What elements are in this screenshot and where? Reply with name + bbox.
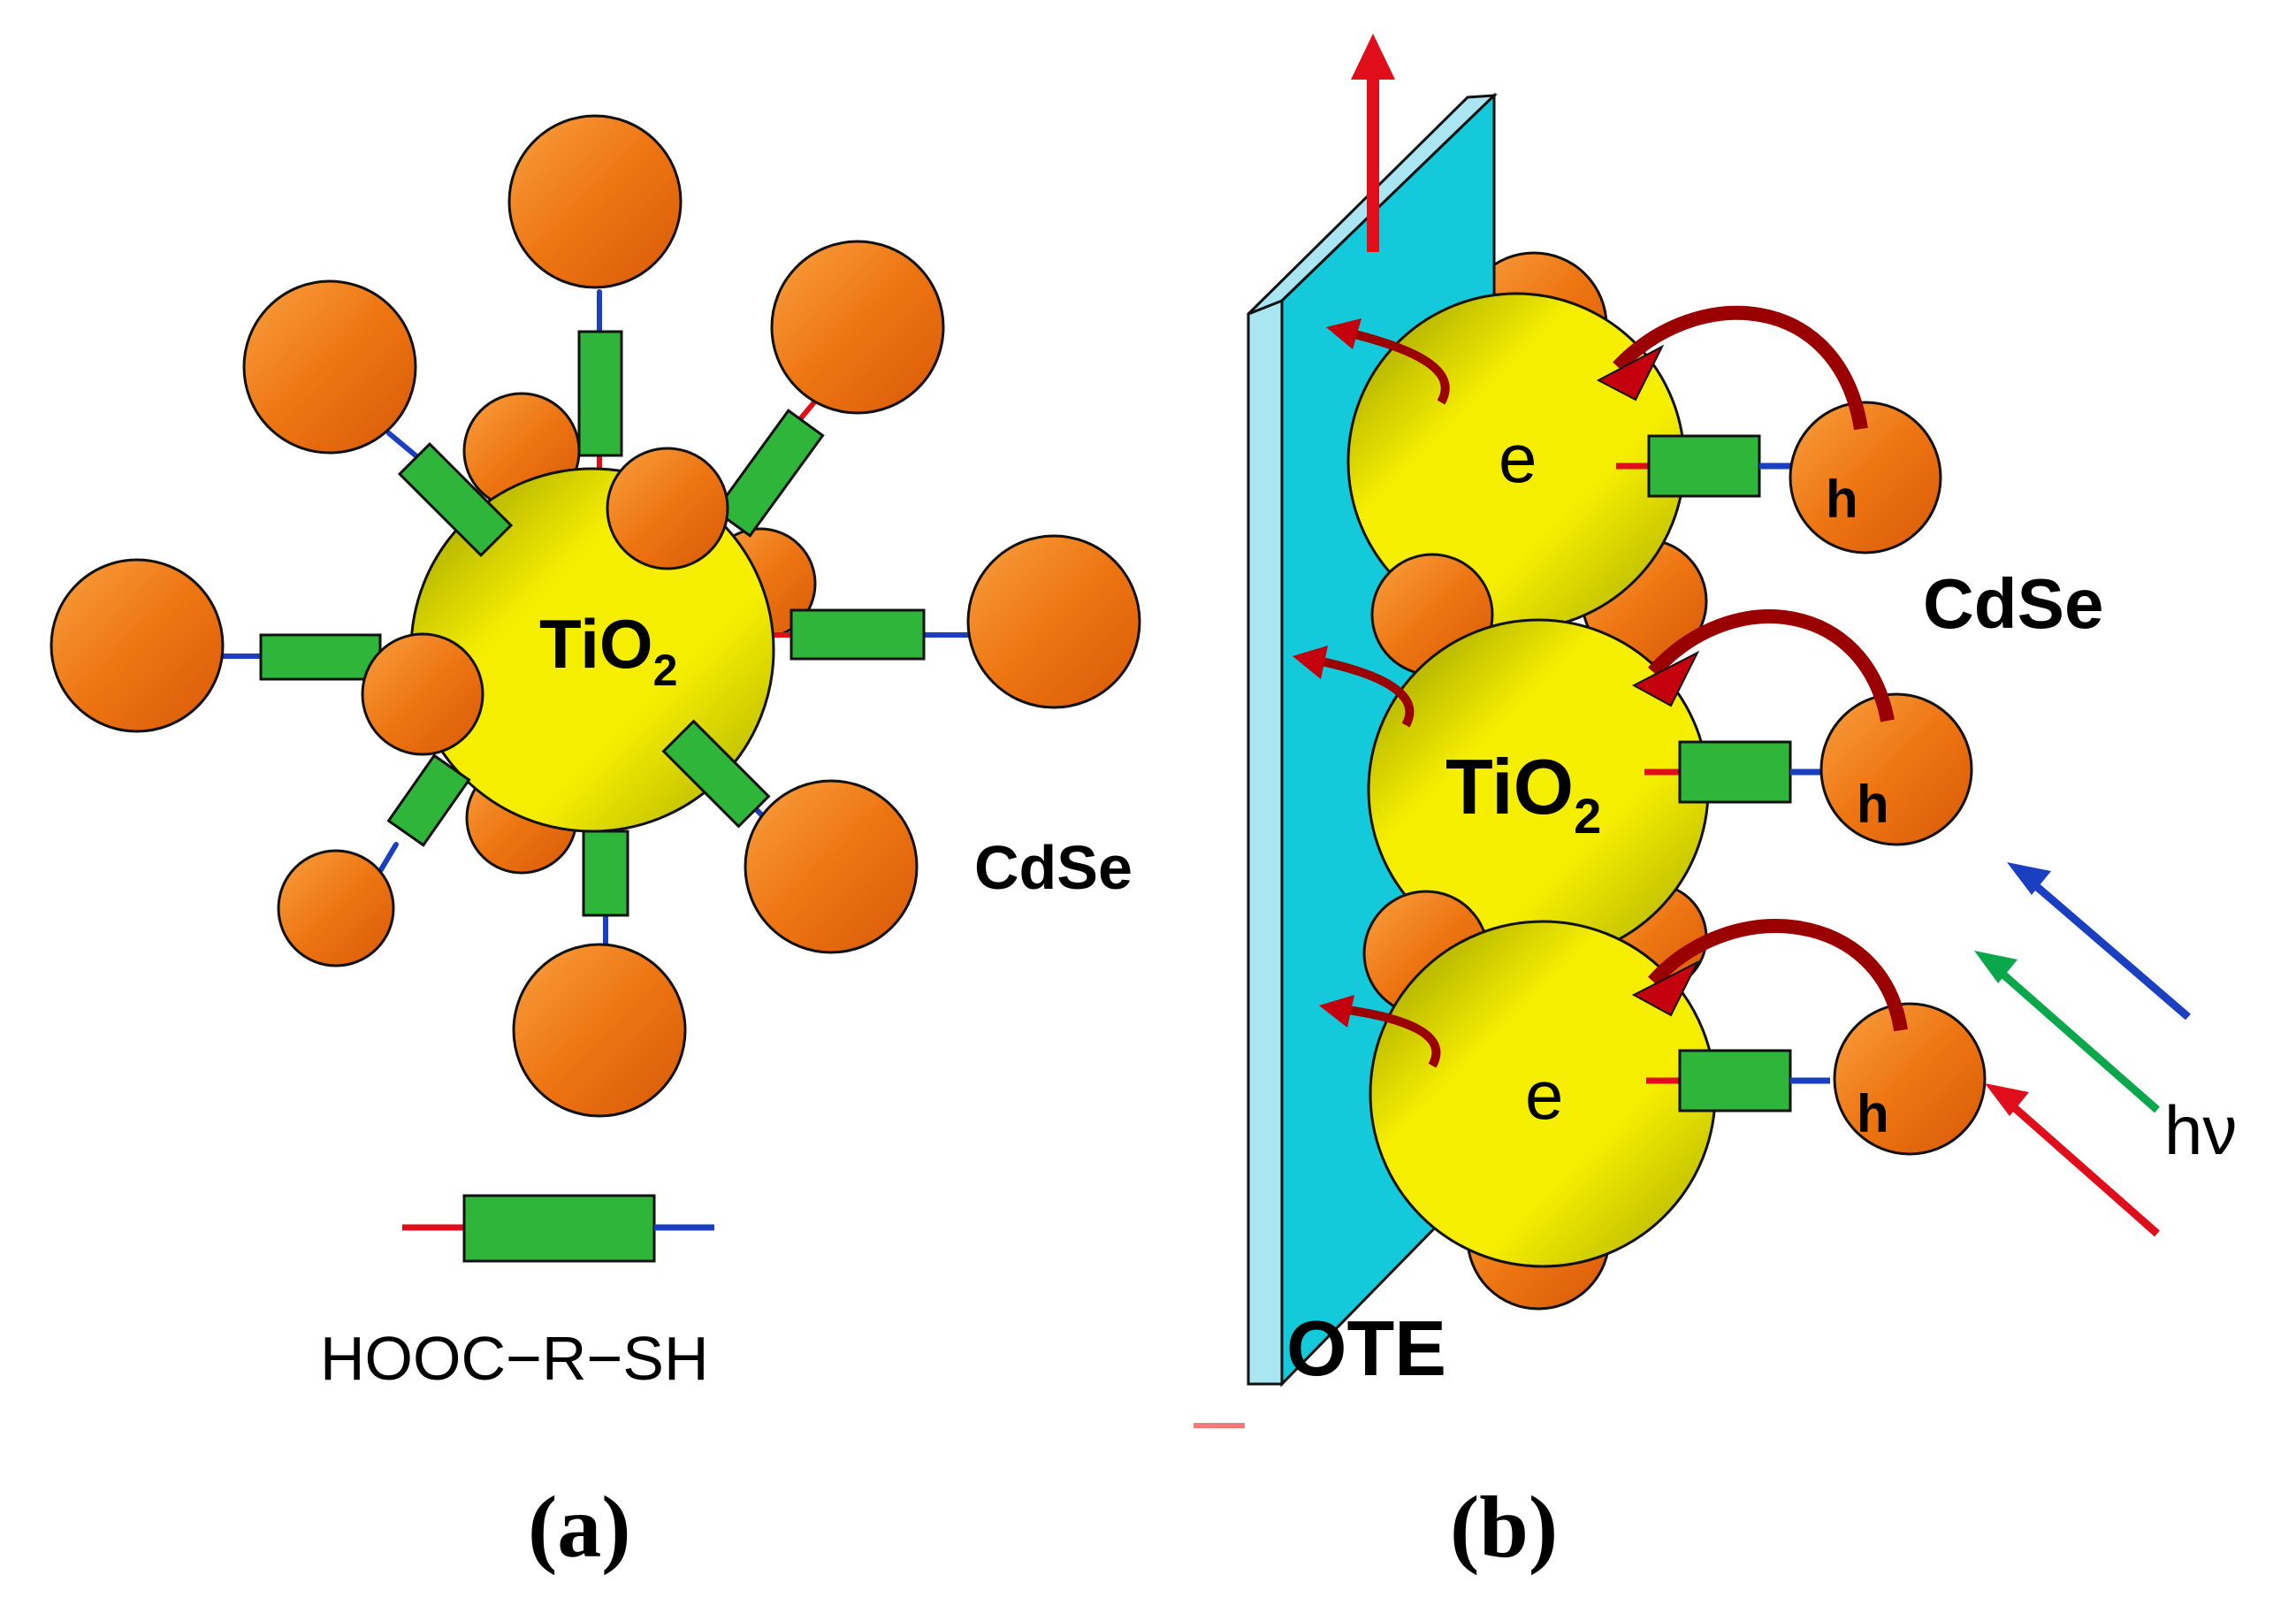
electron-label: e — [1499, 419, 1537, 497]
light-arrow-green — [1994, 965, 2160, 1113]
light-arrows — [1974, 862, 2191, 1237]
linkers — [259, 330, 926, 917]
cdse-dot — [1789, 401, 1942, 554]
linkers-b — [1616, 434, 1830, 1112]
linker — [577, 330, 623, 457]
linker — [582, 830, 629, 917]
hole-label: h — [1857, 1084, 1889, 1143]
light-label: hν — [2164, 1091, 2237, 1169]
electron-label: e — [1525, 1056, 1563, 1134]
caption-b: (b) — [1450, 1478, 1558, 1576]
linker — [259, 633, 382, 681]
linker — [713, 409, 825, 538]
light-arrow-green-head — [1974, 951, 2018, 983]
panel-b: e e h h h TiO2 CdSe OTE hν (b) — [1194, 34, 2237, 1576]
injection-arrows — [1308, 327, 1450, 1068]
hole-label: h — [1857, 775, 1889, 834]
cdse-dot — [1819, 692, 1973, 846]
cdse-dot — [606, 447, 729, 570]
tio2-subscript: 2 — [653, 646, 678, 695]
cdse-dot — [512, 943, 687, 1118]
linker — [386, 753, 471, 847]
panel-a: TiO2 CdSe HOOC−R−SH (a) — [50, 114, 1141, 1576]
cdse-dot — [361, 632, 484, 756]
cdse-label: CdSe — [1923, 564, 2104, 643]
electron-transfer-arrows — [1613, 305, 1908, 1032]
linker — [789, 608, 926, 661]
tio2-subscript: 2 — [1574, 788, 1601, 844]
linker — [1647, 434, 1761, 498]
linker-legend-box — [462, 1194, 656, 1263]
linker-label: HOOC−R−SH — [320, 1324, 709, 1393]
ote-label: OTE — [1286, 1304, 1446, 1392]
light-arrow-blue-head — [2007, 862, 2051, 895]
cdse-dots — [50, 114, 1141, 1118]
linker — [1678, 740, 1792, 804]
hole-label: h — [1826, 470, 1858, 529]
cdse-dot — [1833, 1002, 1987, 1156]
light-arrow-blue — [2026, 876, 2191, 1021]
electron-transfer-heads — [1596, 344, 1700, 1017]
linker — [1678, 1049, 1792, 1112]
cdse-dot — [770, 240, 945, 415]
linker-legend — [402, 1194, 714, 1263]
cdse-label: CdSe — [974, 833, 1133, 902]
tio2-label: TiO2 — [539, 605, 677, 695]
light-arrow-red — [2004, 1097, 2160, 1237]
current-arrow-head — [1351, 34, 1395, 80]
cdse-dot — [277, 849, 395, 967]
tio2-label: TiO2 — [1445, 743, 1601, 844]
cdse-dot — [507, 114, 683, 289]
linker — [397, 441, 514, 558]
light-arrow-red-head — [1985, 1083, 2029, 1116]
linker — [661, 719, 771, 829]
cdse-dot — [966, 534, 1141, 709]
cdse-dot — [50, 558, 225, 733]
cdse-dot — [242, 279, 417, 455]
cdse-dot — [744, 779, 919, 954]
caption-a: (a) — [528, 1478, 631, 1576]
injection-heads — [1293, 318, 1362, 1028]
